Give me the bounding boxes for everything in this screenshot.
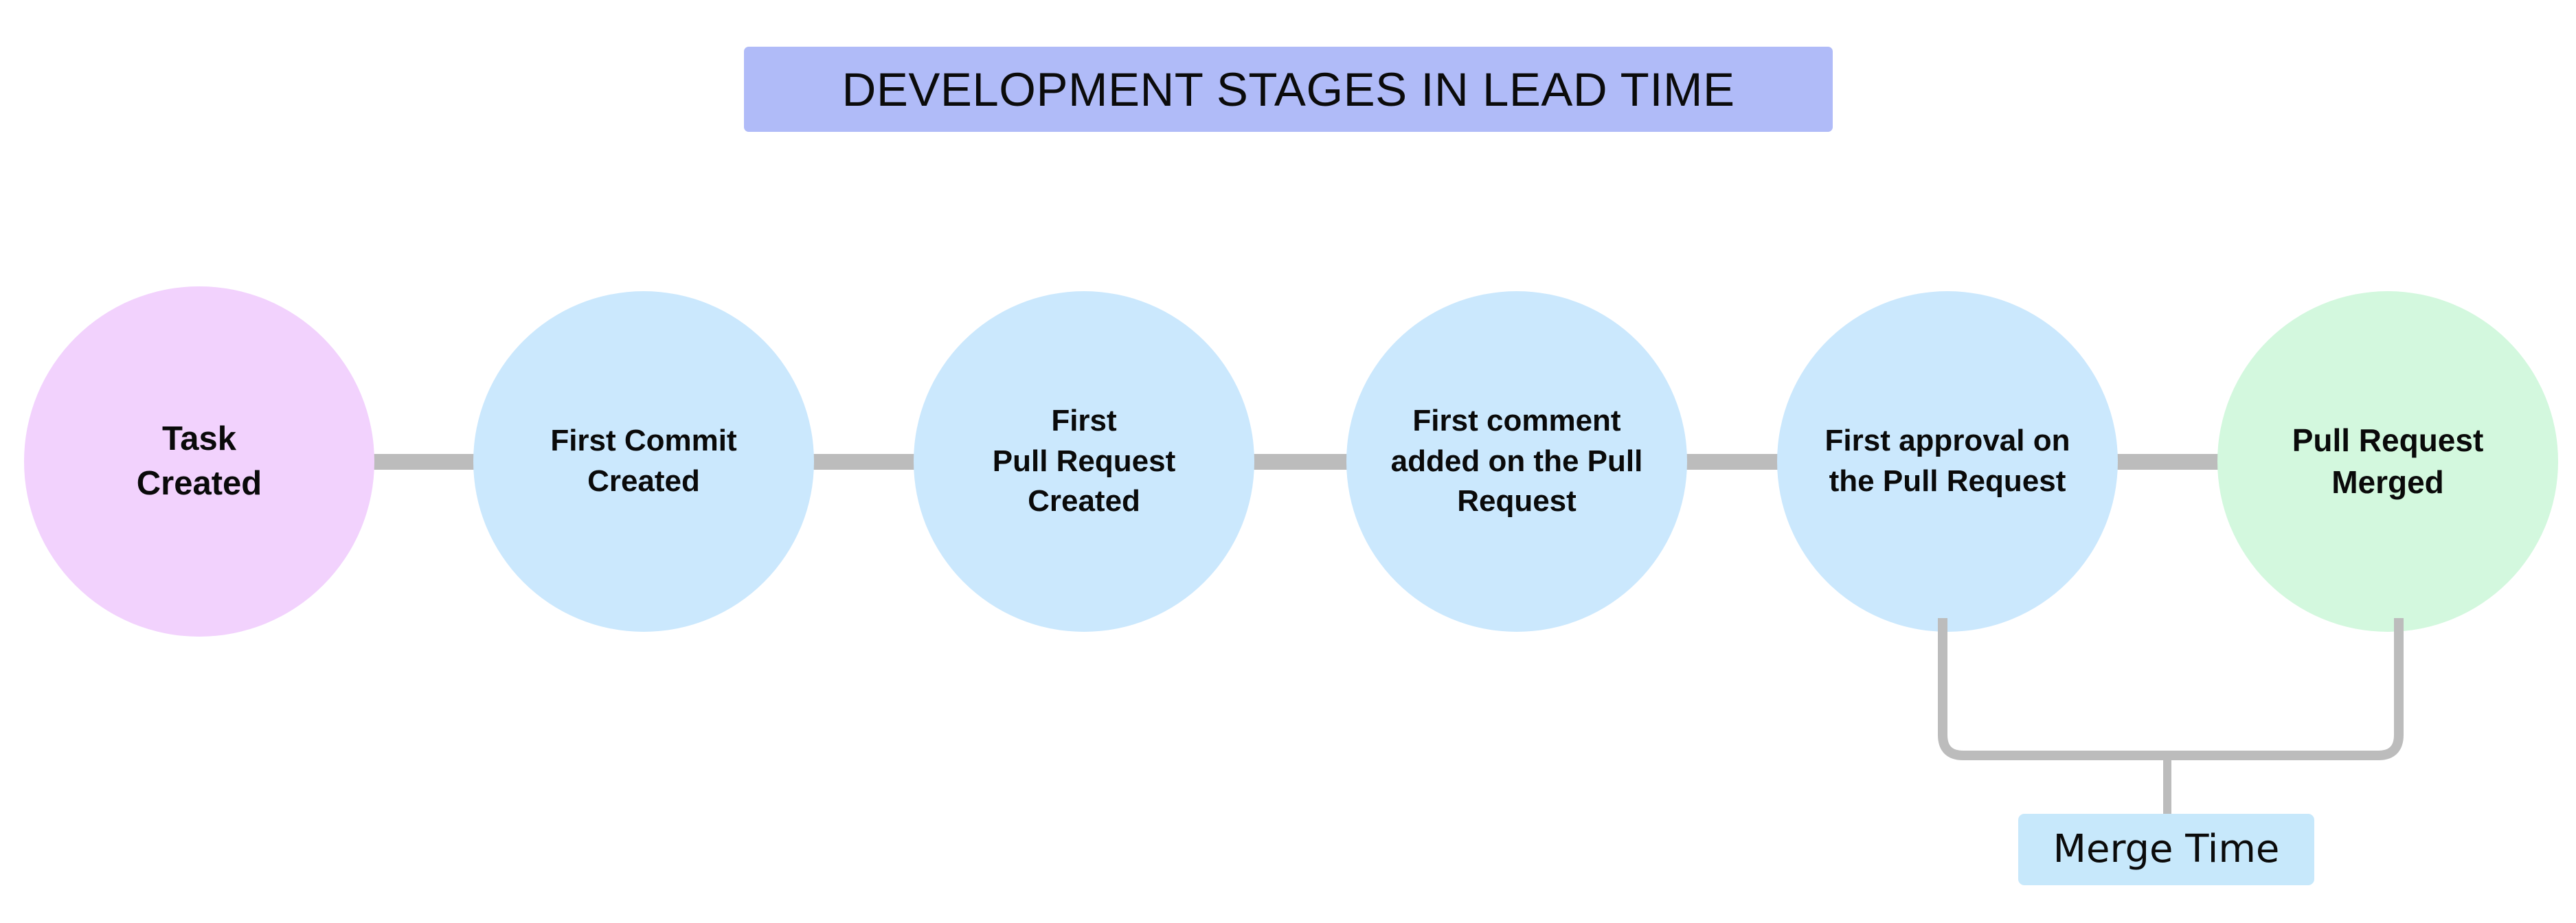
- stage-pull-request-merged[interactable]: Pull Request Merged: [2217, 291, 2558, 632]
- stage-first-approval[interactable]: First approval on the Pull Request: [1777, 291, 2118, 632]
- stage-first-pull-request-created[interactable]: First Pull Request Created: [914, 291, 1254, 632]
- stage-first-commit-created[interactable]: First Commit Created: [473, 291, 814, 632]
- stage-task-created[interactable]: Task Created: [24, 286, 374, 637]
- merge-time-badge[interactable]: Merge Time: [2018, 814, 2314, 885]
- connector-task-to-first-commit: [343, 454, 508, 470]
- stage-first-comment-added[interactable]: First comment added on the Pull Request: [1346, 291, 1687, 632]
- stage-first-pull-request-created-label: First Pull Request Created: [992, 404, 1176, 519]
- merge-time-bracket: [1938, 618, 2404, 817]
- stage-first-commit-created-label: First Commit Created: [550, 424, 737, 498]
- page-title: DEVELOPMENT STAGES IN LEAD TIME: [841, 62, 1735, 116]
- stage-task-created-label: Task Created: [136, 420, 262, 502]
- bracket-u-path: [1938, 618, 2404, 760]
- stage-pull-request-merged-label: Pull Request Merged: [2292, 422, 2484, 500]
- diagram-title-banner: DEVELOPMENT STAGES IN LEAD TIME: [744, 47, 1833, 132]
- merge-time-badge-label: Merge Time: [2053, 827, 2280, 871]
- stage-first-comment-added-label: First comment added on the Pull Request: [1390, 404, 1643, 519]
- stage-first-approval-label: First approval on the Pull Request: [1824, 424, 2070, 498]
